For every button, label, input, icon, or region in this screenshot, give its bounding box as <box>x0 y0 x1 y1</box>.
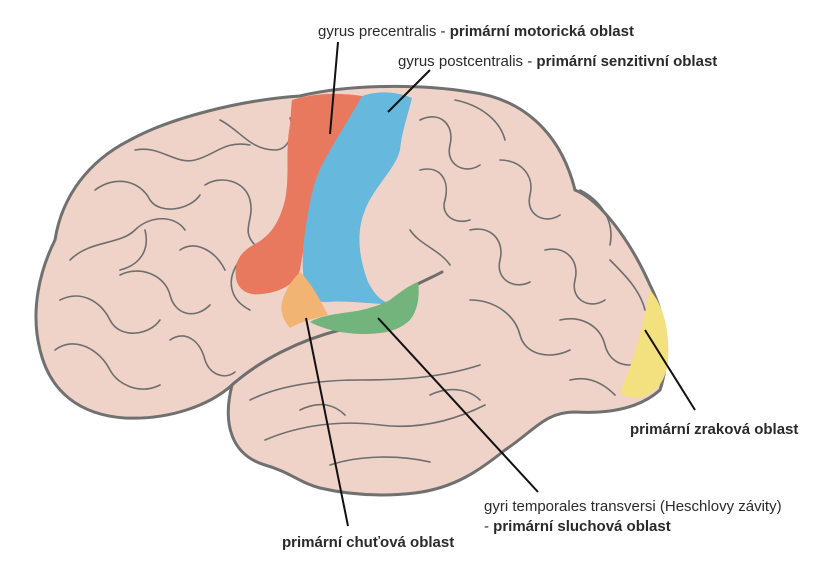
precentral-label: gyrus precentralis - primární motorická … <box>318 22 634 42</box>
motor-area <box>235 93 362 295</box>
precentral-leader-line <box>329 41 339 135</box>
taste-area: primární chuťová oblast <box>282 534 455 551</box>
postcentral-area: primární senzitivní oblast <box>536 53 718 70</box>
auditory-prefix: - <box>484 518 494 535</box>
auditory-leader-line <box>377 317 539 493</box>
auditory-area: primární sluchová oblast <box>493 518 671 535</box>
postcentral-name: gyrus postcentralis <box>398 53 524 70</box>
visual-label: primární zraková oblast <box>630 420 798 440</box>
auditory-name: gyri temporales transversi (Heschlovy zá… <box>484 498 782 515</box>
postcentral-label: gyrus postcentralis - primární senzitivn… <box>398 52 717 72</box>
visual-area <box>620 290 669 398</box>
sensory-area <box>302 92 412 304</box>
auditory-label: gyri temporales transversi (Heschlovy zá… <box>484 497 782 537</box>
auditory-area <box>310 282 419 334</box>
taste-area <box>281 272 328 328</box>
postcentral-separator: - <box>523 53 537 70</box>
precentral-name: gyrus precentralis <box>318 23 437 40</box>
taste-label: primární chuťová oblast <box>282 533 454 553</box>
precentral-separator: - <box>436 23 450 40</box>
precentral-area: primární motorická oblast <box>449 23 634 40</box>
taste-leader-line <box>305 317 349 527</box>
visual-leader-line <box>644 329 696 411</box>
visual-area: primární zraková oblast <box>630 421 799 438</box>
postcentral-leader-line <box>387 69 431 113</box>
